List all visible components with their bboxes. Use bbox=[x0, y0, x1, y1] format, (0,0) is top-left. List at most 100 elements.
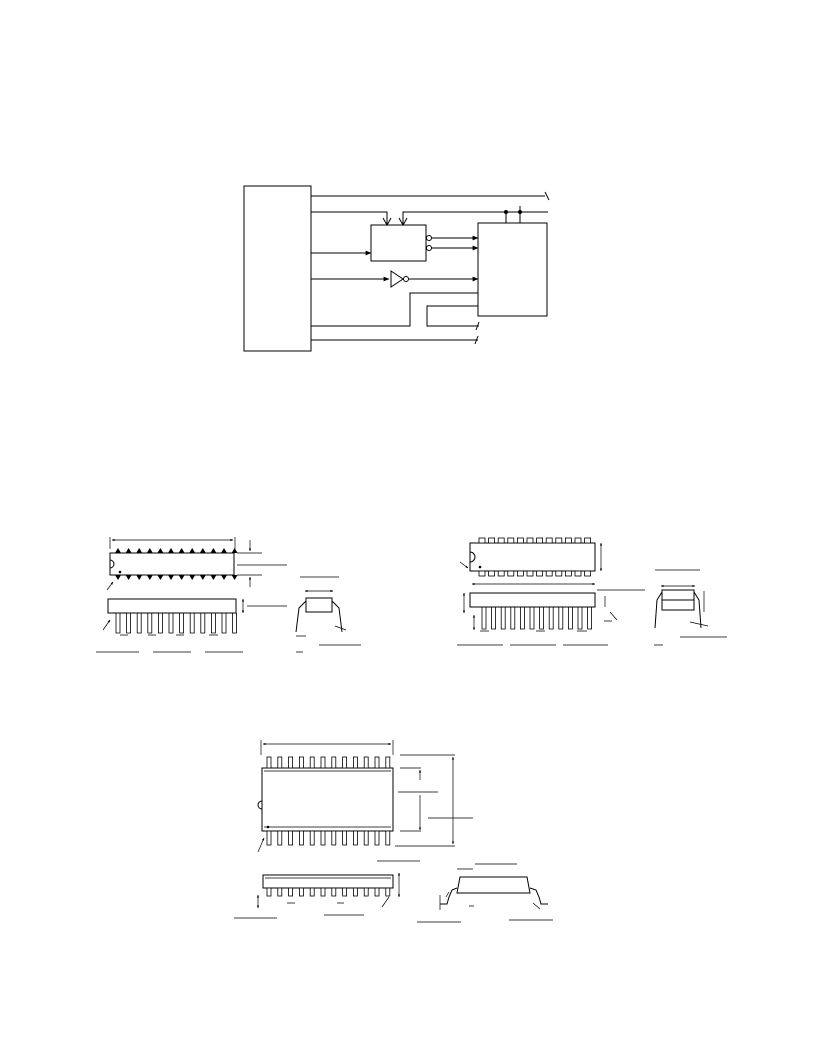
chevron-b bbox=[398, 217, 408, 227]
cerdip-pin bbox=[497, 570, 505, 577]
soic-pin bbox=[352, 756, 358, 769]
cerdip-pin bbox=[536, 537, 543, 544]
cerdip-right-dims bbox=[604, 596, 618, 622]
soic-pin bbox=[309, 830, 315, 846]
dip-pin1-dot bbox=[118, 570, 122, 574]
cerdip-pin bbox=[574, 537, 582, 544]
bus-break-top bbox=[544, 191, 550, 201]
soic-end-view-body bbox=[456, 876, 531, 894]
soic-pin1-leader bbox=[257, 837, 265, 853]
dip-pin bbox=[115, 575, 121, 580]
dip-pin bbox=[231, 575, 238, 580]
cerdip-pin1-leader bbox=[459, 561, 469, 569]
soic-end-ticks bbox=[469, 902, 541, 910]
cerdip-side-lead bbox=[500, 607, 506, 630]
soic-package-outline bbox=[234, 740, 553, 923]
cerdip-top-view-body bbox=[469, 542, 596, 572]
dip-pin bbox=[189, 548, 196, 553]
bus-break-bottom bbox=[474, 335, 479, 345]
soic-pin bbox=[298, 830, 304, 846]
dip-top-view-body bbox=[109, 552, 235, 576]
interface-block-diagram bbox=[243, 185, 550, 352]
dip-side-view-body bbox=[107, 598, 237, 614]
cerdip-pin bbox=[497, 537, 505, 544]
cerdip-side-lead bbox=[491, 607, 496, 630]
line-to-middle-b bbox=[402, 211, 548, 225]
cerdip-pin bbox=[565, 570, 572, 577]
soic-pin bbox=[277, 756, 283, 769]
soic-pin bbox=[385, 756, 391, 769]
middle-block bbox=[370, 224, 427, 262]
dip-side-lead bbox=[168, 613, 174, 634]
soic-pin bbox=[277, 830, 283, 846]
soic-top-view-body bbox=[261, 767, 394, 832]
dip-width-ext bbox=[237, 552, 262, 576]
chevron-a bbox=[382, 217, 392, 227]
soic-side-lead bbox=[320, 887, 326, 897]
cerdip-pin1-dot bbox=[478, 565, 482, 569]
dip-pin bbox=[168, 548, 174, 553]
soic-side-lead bbox=[298, 887, 304, 897]
soic-pin bbox=[331, 830, 337, 846]
soic-pin bbox=[309, 756, 315, 769]
soic-pin bbox=[288, 830, 294, 846]
dip-pin bbox=[157, 548, 164, 553]
cerdip-pin bbox=[488, 537, 496, 544]
cerdip-pin bbox=[545, 537, 553, 544]
soic-pin bbox=[363, 756, 369, 769]
soic-side-lead bbox=[385, 887, 391, 897]
soic-side-lead bbox=[331, 887, 337, 897]
dip-pin bbox=[189, 575, 196, 580]
dip-end-view-leads bbox=[295, 600, 343, 633]
cerdip-side-lead bbox=[481, 607, 487, 630]
line-to-middle-a bbox=[311, 211, 388, 225]
right-block bbox=[477, 222, 548, 317]
dip-pin bbox=[146, 575, 153, 580]
soic-pin bbox=[374, 756, 380, 769]
cerdip-side-lead bbox=[558, 607, 564, 630]
soic-side-lead bbox=[277, 887, 283, 897]
output-bubble-1 bbox=[426, 235, 432, 241]
cerdip-pin bbox=[584, 570, 591, 577]
bus-break-mid bbox=[475, 321, 480, 331]
cerdip-pin bbox=[555, 570, 563, 577]
cerdip-pin bbox=[555, 537, 563, 544]
cerdip-end-underlines bbox=[654, 636, 727, 646]
dip-pin bbox=[115, 548, 121, 553]
dip-side-lead bbox=[179, 613, 184, 634]
dip-width-extension bbox=[109, 537, 236, 549]
soic-side-view-body bbox=[262, 874, 394, 889]
dip-side-lead bbox=[200, 613, 206, 634]
dip-pin bbox=[199, 575, 206, 580]
dip-side-lead bbox=[221, 613, 227, 634]
cerdip-pin bbox=[584, 537, 591, 544]
cerdip-side-lead bbox=[548, 607, 554, 630]
soic-pin bbox=[374, 830, 380, 846]
soic-pin bbox=[352, 830, 358, 846]
dip-side-lead bbox=[158, 613, 163, 634]
cerdip-side-lead bbox=[520, 607, 525, 630]
dip-pin bbox=[221, 548, 227, 553]
inverter-triangle bbox=[390, 270, 404, 288]
soic-side-lead bbox=[342, 887, 348, 897]
soic-side-lead bbox=[352, 887, 358, 897]
cerdip-pin bbox=[507, 570, 515, 577]
cerdip-top-pins bbox=[478, 537, 591, 577]
cerdip-pin bbox=[574, 570, 582, 577]
drops-to-right-block bbox=[505, 206, 521, 223]
soic-side-lead bbox=[363, 887, 369, 897]
soic-pin bbox=[331, 756, 337, 769]
cerdip-side-lead bbox=[539, 607, 544, 630]
cerdip-side-pins bbox=[481, 607, 592, 630]
soic-pin bbox=[363, 830, 369, 846]
soic-pin bbox=[320, 830, 326, 846]
soic-pin1-dot bbox=[266, 825, 270, 829]
dip-side-lead bbox=[189, 613, 195, 634]
soic-pin bbox=[342, 830, 348, 846]
output-bubble-2 bbox=[426, 245, 432, 251]
soic-leaders bbox=[398, 791, 473, 819]
soic-pin bbox=[266, 756, 272, 769]
dip-pin bbox=[136, 575, 143, 580]
cerdip-end-dims bbox=[689, 591, 709, 627]
dip-top-pins bbox=[115, 548, 238, 580]
